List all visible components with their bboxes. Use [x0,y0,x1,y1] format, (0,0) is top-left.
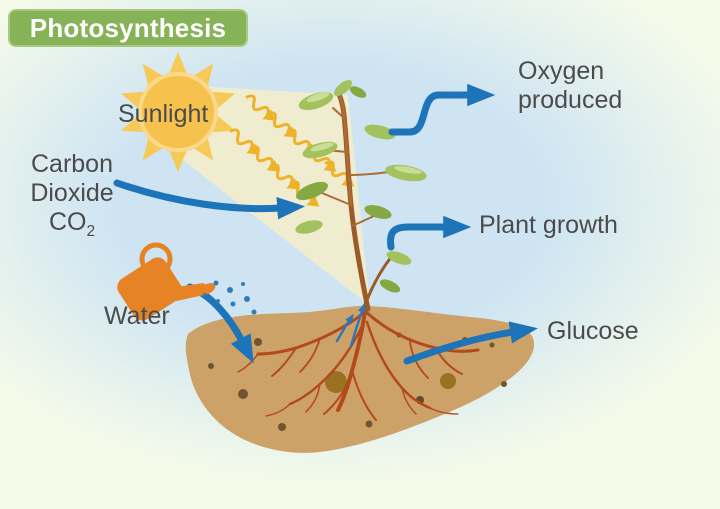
glucose-flow-arrow [403,321,538,365]
carbon-dioxide-line1: Carbon [31,150,113,178]
oxygen-flow-arrow [388,83,496,136]
page-title: Photosynthesis [29,12,227,43]
carbon-dioxide-line2: Dioxide [30,179,114,207]
water-label: Water [104,302,170,330]
glucose-label: Glucose [547,317,639,345]
carbon-dioxide-label: Carbon Dioxide CO2 [20,150,124,246]
roots-icon [237,300,480,421]
plant-growth-flow-arrow [387,215,472,251]
leaves [295,79,427,293]
water-uptake-arrows [335,302,366,348]
sun-icon [120,52,236,172]
plant-growth-label: Plant growth [479,211,618,239]
sunlight-label: Sunlight [118,100,209,128]
soil-mound-shape [185,305,535,453]
oxygen-produced-label: Oxygen produced [518,57,623,114]
co2-flow-arrow [113,179,306,220]
title-banner: Photosynthesis [8,9,248,47]
water-drops-icon [203,280,257,315]
watering-can-icon [117,242,216,321]
carbon-dioxide-formula: CO2 [48,208,96,240]
plant-icon [295,79,427,312]
